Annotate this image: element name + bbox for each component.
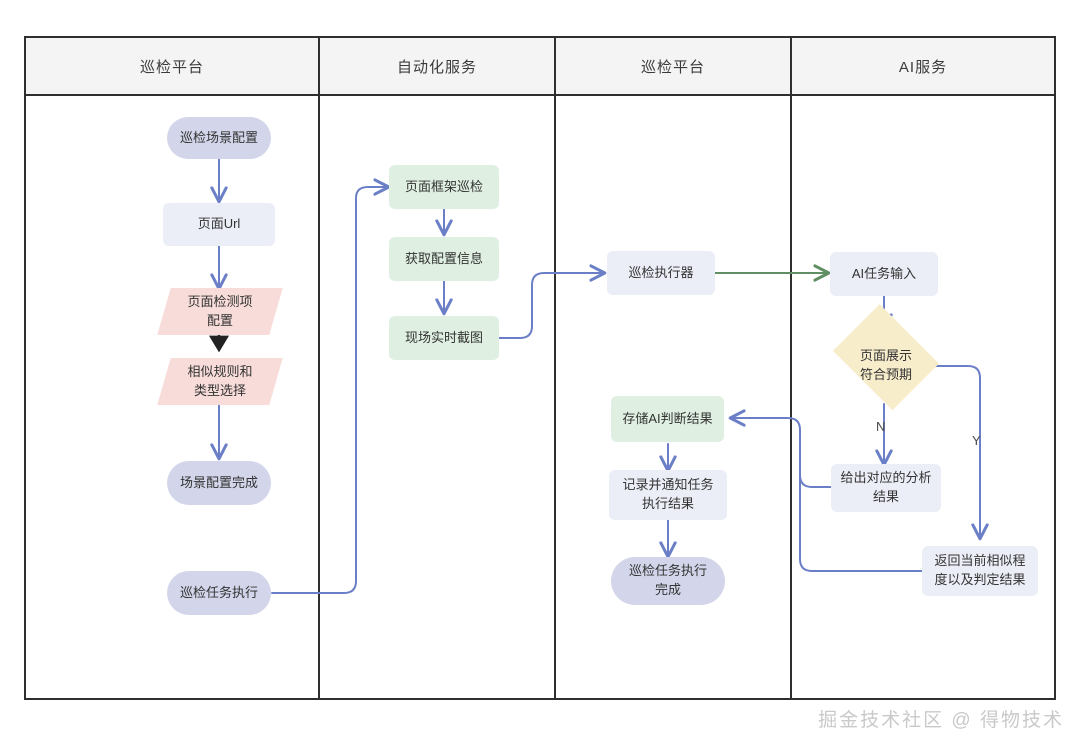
node-label: 页面展示符合预期: [859, 348, 912, 382]
watermark: 掘金技术社区 @ 得物技术: [818, 710, 1064, 731]
node-label: 巡检任务执行完成: [628, 563, 707, 597]
node-record-notify-task-result[interactable]: 记录并通知任务执行结果: [609, 470, 727, 520]
node-similar-rule-and-type-select[interactable]: 相似规则和类型选择: [157, 358, 283, 405]
lane-title-2: 自动化服务: [396, 58, 477, 76]
swimlane-column-3: 巡检平台: [554, 38, 790, 698]
node-scenario-config-done[interactable]: 场景配置完成: [167, 461, 271, 505]
node-inspection-task-execute[interactable]: 巡检任务执行: [167, 571, 271, 615]
node-give-analysis-result[interactable]: 给出对应的分析结果: [831, 464, 941, 512]
node-label: 巡检执行器: [628, 264, 694, 280]
node-label: 返回当前相似程度以及判定结果: [934, 553, 1026, 587]
swimlane-column-2: 自动化服务: [318, 38, 554, 698]
node-label: 巡检任务执行: [179, 584, 258, 600]
node-page-check-item-config[interactable]: 页面检测项配置: [157, 288, 283, 335]
lane-title-1: 巡检平台: [139, 58, 204, 76]
node-label: 页面框架巡检: [404, 178, 483, 194]
node-page-url[interactable]: 页面Url: [163, 203, 275, 246]
lane-title-3: 巡检平台: [640, 58, 705, 76]
node-label: 页面Url: [197, 216, 241, 232]
lane-header-1: 巡检平台: [26, 38, 318, 96]
node-inspection-executor[interactable]: 巡检执行器: [607, 251, 715, 295]
node-label: AI任务输入: [851, 265, 917, 281]
node-live-screenshot[interactable]: 现场实时截图: [389, 316, 499, 360]
node-label: 存储AI判断结果: [622, 410, 713, 426]
lane-title-4: AI服务: [898, 58, 948, 76]
swimlane-column-4: AI服务: [790, 38, 1054, 698]
node-store-ai-result[interactable]: 存储AI判断结果: [611, 396, 724, 442]
node-label: 页面检测项配置: [187, 293, 253, 328]
node-label: 给出对应的分析结果: [840, 470, 932, 504]
lane-header-3: 巡检平台: [556, 38, 790, 96]
node-inspection-scenario-config[interactable]: 巡检场景配置: [167, 117, 271, 159]
node-label: 获取配置信息: [404, 250, 483, 266]
swimlane-column-1: 巡检平台: [26, 38, 318, 698]
swimlane-frame: 巡检平台 自动化服务 巡检平台 AI服务: [24, 36, 1056, 700]
node-fetch-config-info[interactable]: 获取配置信息: [389, 237, 499, 281]
node-return-similarity-and-verdict[interactable]: 返回当前相似程度以及判定结果: [922, 546, 1038, 596]
lane-header-2: 自动化服务: [320, 38, 554, 96]
node-label: 现场实时截图: [404, 329, 483, 345]
node-inspection-task-done[interactable]: 巡检任务执行完成: [611, 557, 725, 605]
lane-header-4: AI服务: [792, 38, 1054, 96]
node-label: 记录并通知任务执行结果: [622, 477, 714, 511]
node-label: 相似规则和类型选择: [187, 363, 253, 398]
edge-label-branch-no: N: [876, 419, 886, 434]
node-page-frame-inspection[interactable]: 页面框架巡检: [389, 165, 499, 209]
node-label: 巡检场景配置: [179, 129, 258, 145]
node-label: 场景配置完成: [179, 474, 258, 490]
node-ai-task-input[interactable]: AI任务输入: [830, 252, 938, 296]
edge-label-branch-yes: Y: [972, 433, 981, 448]
node-decision-page-matches-expectation[interactable]: 页面展示符合预期: [828, 304, 944, 412]
